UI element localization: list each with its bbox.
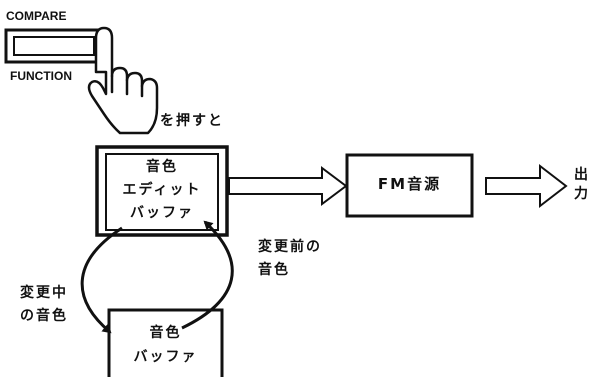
press-caption: を押すと <box>160 113 224 129</box>
edit-buffer-line3: バッファ <box>130 205 194 221</box>
button-bottom-label: FUNCTION <box>10 69 72 83</box>
arrow-to-fm-source <box>228 166 348 206</box>
edit-buffer-line2: エディット <box>122 182 202 198</box>
fm-source-label: FM音源 <box>377 175 442 193</box>
during-change-line2: の音色 <box>20 308 68 324</box>
pointing-hand-icon <box>87 26 159 135</box>
voice-buffer-line2: バッファ <box>133 349 198 365</box>
edit-buffer-line1: 音色 <box>146 159 178 175</box>
compare-function-button[interactable] <box>4 28 104 64</box>
output-char1: 出 <box>574 167 590 183</box>
voice-buffer-line1: 音色 <box>149 325 182 341</box>
arrow-before-change <box>181 220 234 330</box>
during-change-line1: 変更中 <box>20 285 68 301</box>
before-change-line1: 変更前の <box>258 239 322 255</box>
voice-buffer-box <box>107 308 224 377</box>
arrow-to-output <box>485 163 568 209</box>
fm-source-box <box>345 153 474 218</box>
arrow-during-change <box>80 226 123 334</box>
output-char2: 力 <box>574 186 590 202</box>
edit-buffer-box <box>95 145 229 237</box>
button-top-label: COMPARE <box>6 9 67 23</box>
before-change-line2: 音色 <box>258 262 290 278</box>
